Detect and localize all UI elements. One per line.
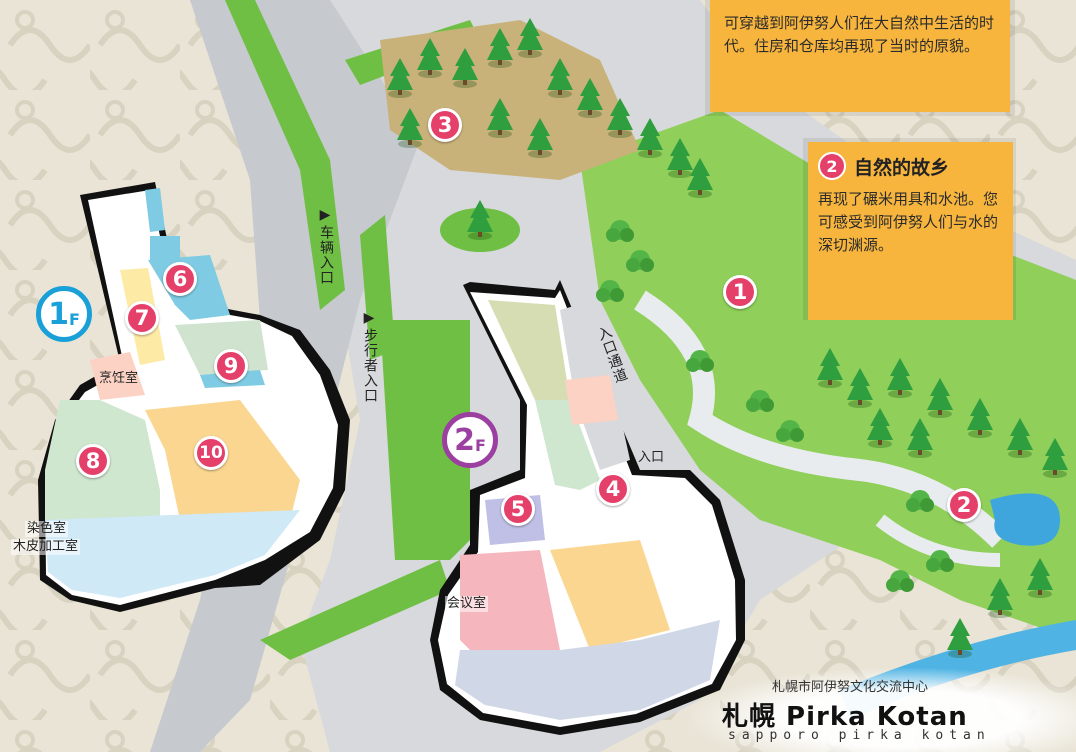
- logo-subtitle: 札幌市阿伊努文化交流中心: [772, 680, 929, 695]
- info-panel-2-title-row: 2 自然的故乡: [818, 152, 1003, 180]
- info-panel-top: 可穿越到阿伊努人们在大自然中生活的时代。住房和仓库均再现了当时的原貌。: [710, 0, 1010, 112]
- pin-5[interactable]: 5: [501, 492, 535, 526]
- logo-title: 札幌 Pirka Kotan: [722, 702, 968, 732]
- room-label-cooking: 烹饪室: [99, 371, 139, 386]
- pin-4[interactable]: 4: [596, 472, 630, 506]
- pin-3[interactable]: 3: [428, 108, 462, 142]
- logo: 札幌市阿伊努文化交流中心 札幌 Pirka Kotan sapporo pirk…: [690, 668, 1076, 752]
- pedestrian-entrance-arrow: ▶: [361, 310, 377, 327]
- room-label-dye-line1: 染色室: [25, 521, 69, 537]
- pedestrian-entrance-label: 步行者入口: [362, 328, 378, 403]
- info-panel-2-text: 再现了碾米用具和水池。您可感受到阿伊努人们与水的深切渊源。: [818, 190, 999, 254]
- pin-10[interactable]: 10: [194, 436, 228, 470]
- room-label-entrance: 入口: [638, 450, 665, 465]
- pin-1[interactable]: 1: [723, 275, 757, 309]
- room-label-meeting: 会议室: [445, 596, 489, 612]
- floor-2f-num: 2: [454, 422, 475, 458]
- pin-2[interactable]: 2: [947, 488, 981, 522]
- floor-1f-num: 1: [48, 296, 69, 332]
- room-label-dye-line2: 木皮加工室: [11, 539, 81, 555]
- pin-6[interactable]: 6: [163, 262, 197, 296]
- vehicle-entrance-arrow: ▶: [317, 207, 333, 224]
- pin-9[interactable]: 9: [214, 349, 248, 383]
- logo-romaji: sapporo pirka kotan: [728, 728, 991, 743]
- vehicle-entrance-label: 车辆入口: [318, 225, 334, 285]
- floor-1f-unit: F: [68, 309, 80, 329]
- floor-2f-unit: F: [474, 435, 486, 455]
- pin-7[interactable]: 7: [125, 301, 159, 335]
- info-panel-top-text: 可穿越到阿伊努人们在大自然中生活的时代。住房和仓库均再现了当时的原貌。: [724, 14, 995, 55]
- info-panel-2: 2 自然的故乡 再现了碾米用具和水池。您可感受到阿伊努人们与水的深切渊源。: [808, 142, 1013, 320]
- info-panel-2-title: 自然的故乡: [854, 156, 950, 179]
- pin-8[interactable]: 8: [76, 444, 110, 478]
- info-panel-2-number: 2: [818, 152, 846, 180]
